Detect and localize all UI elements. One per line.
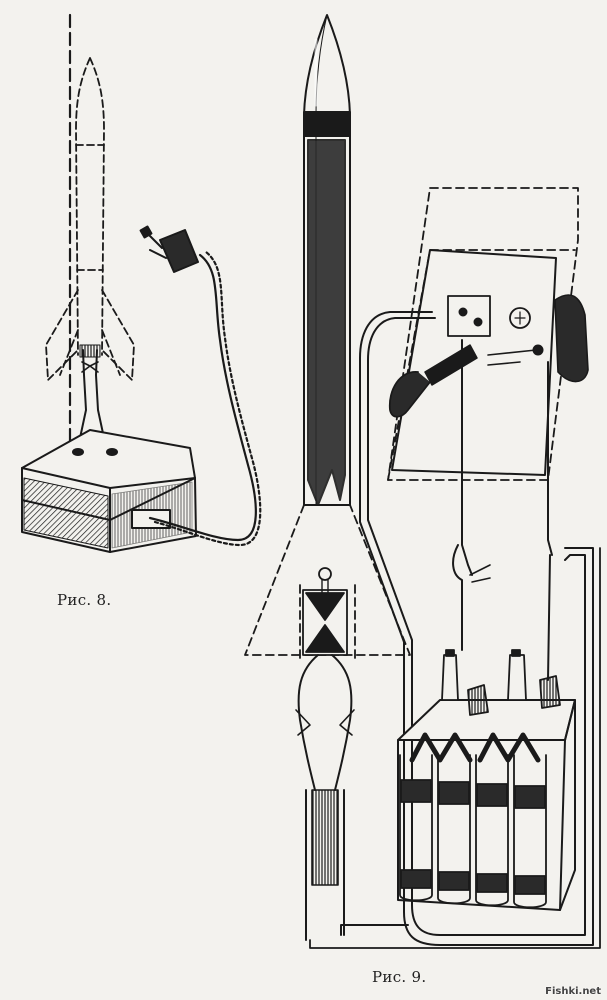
figure-9-ignition-circuit (244, 14, 601, 949)
launch-base (21, 429, 197, 553)
battery-pack (397, 649, 576, 911)
rocket-outline-dashed (45, 57, 135, 381)
battery-label-m2 (477, 732, 541, 763)
control-panel (387, 187, 589, 481)
figure-8-caption: Рис. 8. (57, 591, 112, 609)
terminal-block (447, 295, 491, 337)
rocket-fins-dashed (244, 504, 411, 661)
figure-8-launch-pad (21, 13, 262, 553)
figure-9-caption: Рис. 9. (372, 968, 427, 986)
rocket-motor (302, 567, 348, 656)
watermark: Fishki.net (545, 986, 601, 997)
side-knob (554, 294, 589, 383)
wiring (309, 311, 601, 949)
rocket (303, 14, 351, 506)
igniter-leads (295, 654, 355, 941)
battery-label-m1 (409, 732, 473, 763)
indicator-lamp (509, 307, 531, 329)
battery-cells (399, 754, 547, 909)
toggle-switch (424, 344, 478, 386)
twisted-cable (148, 250, 262, 547)
battery-terminals (441, 649, 561, 716)
power-plug (139, 225, 199, 273)
